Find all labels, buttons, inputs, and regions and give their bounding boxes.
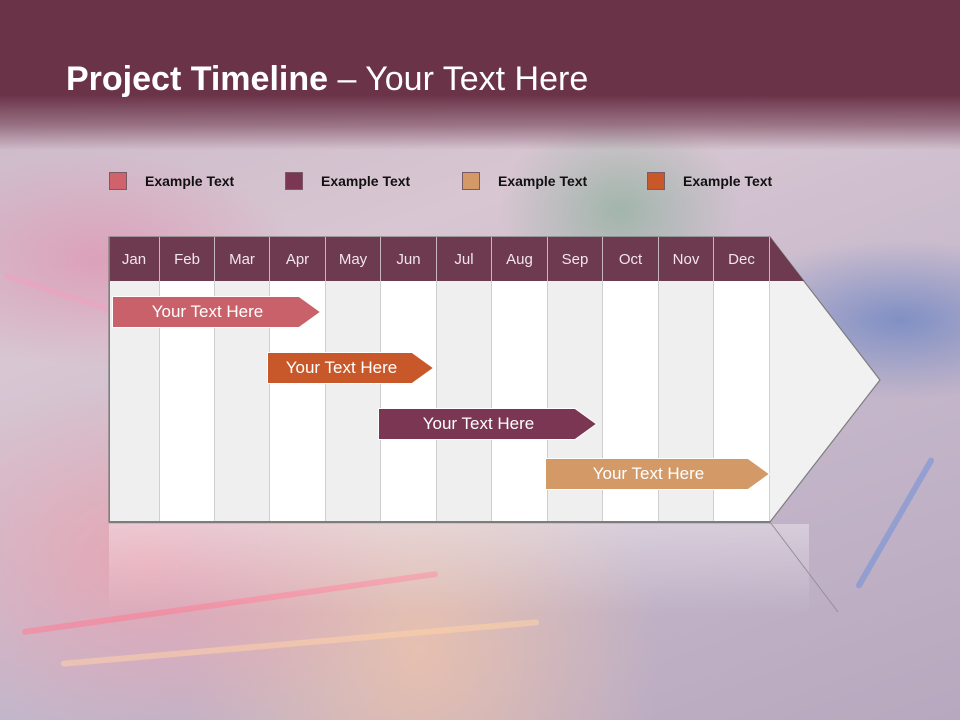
month-column [381,281,437,522]
title-bold: Project Timeline [66,60,329,98]
task-bar[interactable]: Your Text Here [378,408,597,440]
task-bar-shape [267,352,434,384]
task-bar-shape [112,296,321,328]
legend-swatch [647,172,665,190]
legend-label: Example Text [321,173,411,189]
month-header: Oct [603,237,659,281]
month-column [492,281,548,522]
month-column [437,281,492,522]
legend-item: Example Text [647,170,772,192]
task-bar-arrow [267,352,434,384]
legend-label: Example Text [498,173,588,189]
month-header: Sep [548,237,603,281]
table-reflection [109,524,809,614]
month-header: Nov [659,237,714,281]
task-bar-label: Your Text Here [151,302,264,321]
month-header: Feb [160,237,215,281]
month-header: Jul [437,237,492,281]
task-bar-label: Your Text Here [285,358,398,377]
title-banner: Project Timeline – Your Text Here [0,0,960,150]
month-header: Jan [109,237,160,281]
legend-label: Example Text [683,173,773,189]
task-bar-label: Your Text Here [592,464,705,483]
legend-item: Example Text [462,170,587,192]
task-bar[interactable]: Your Text Here [267,352,434,384]
legend-label: Example Text [145,173,235,189]
slide-title: Project Timeline – Your Text Here [66,60,588,99]
arrow-reflection-line [769,521,839,613]
timeline-left-border [109,237,110,522]
month-header: Aug [492,237,548,281]
task-bar-arrow [112,296,321,328]
legend-swatch [462,172,480,190]
month-header: Apr [270,237,326,281]
legend-item: Example Text [109,170,234,192]
month-header: Jun [381,237,437,281]
task-bar[interactable]: Your Text Here [112,296,321,328]
month-header: May [326,237,381,281]
legend-swatch [109,172,127,190]
task-bar-shape [378,408,597,440]
task-bar-arrow [545,458,770,490]
month-header: Dec [714,237,770,281]
task-bar-arrow [378,408,597,440]
title-rest: – Your Text Here [328,60,589,98]
legend-swatch [285,172,303,190]
month-column [326,281,381,522]
timeline-bottom-border [109,521,770,523]
task-bar-label: Your Text Here [422,414,535,433]
legend-item: Example Text [285,170,410,192]
month-header: Mar [215,237,270,281]
task-bar-shape [545,458,770,490]
task-bar[interactable]: Your Text Here [545,458,770,490]
arrow-header-tip [770,237,804,281]
